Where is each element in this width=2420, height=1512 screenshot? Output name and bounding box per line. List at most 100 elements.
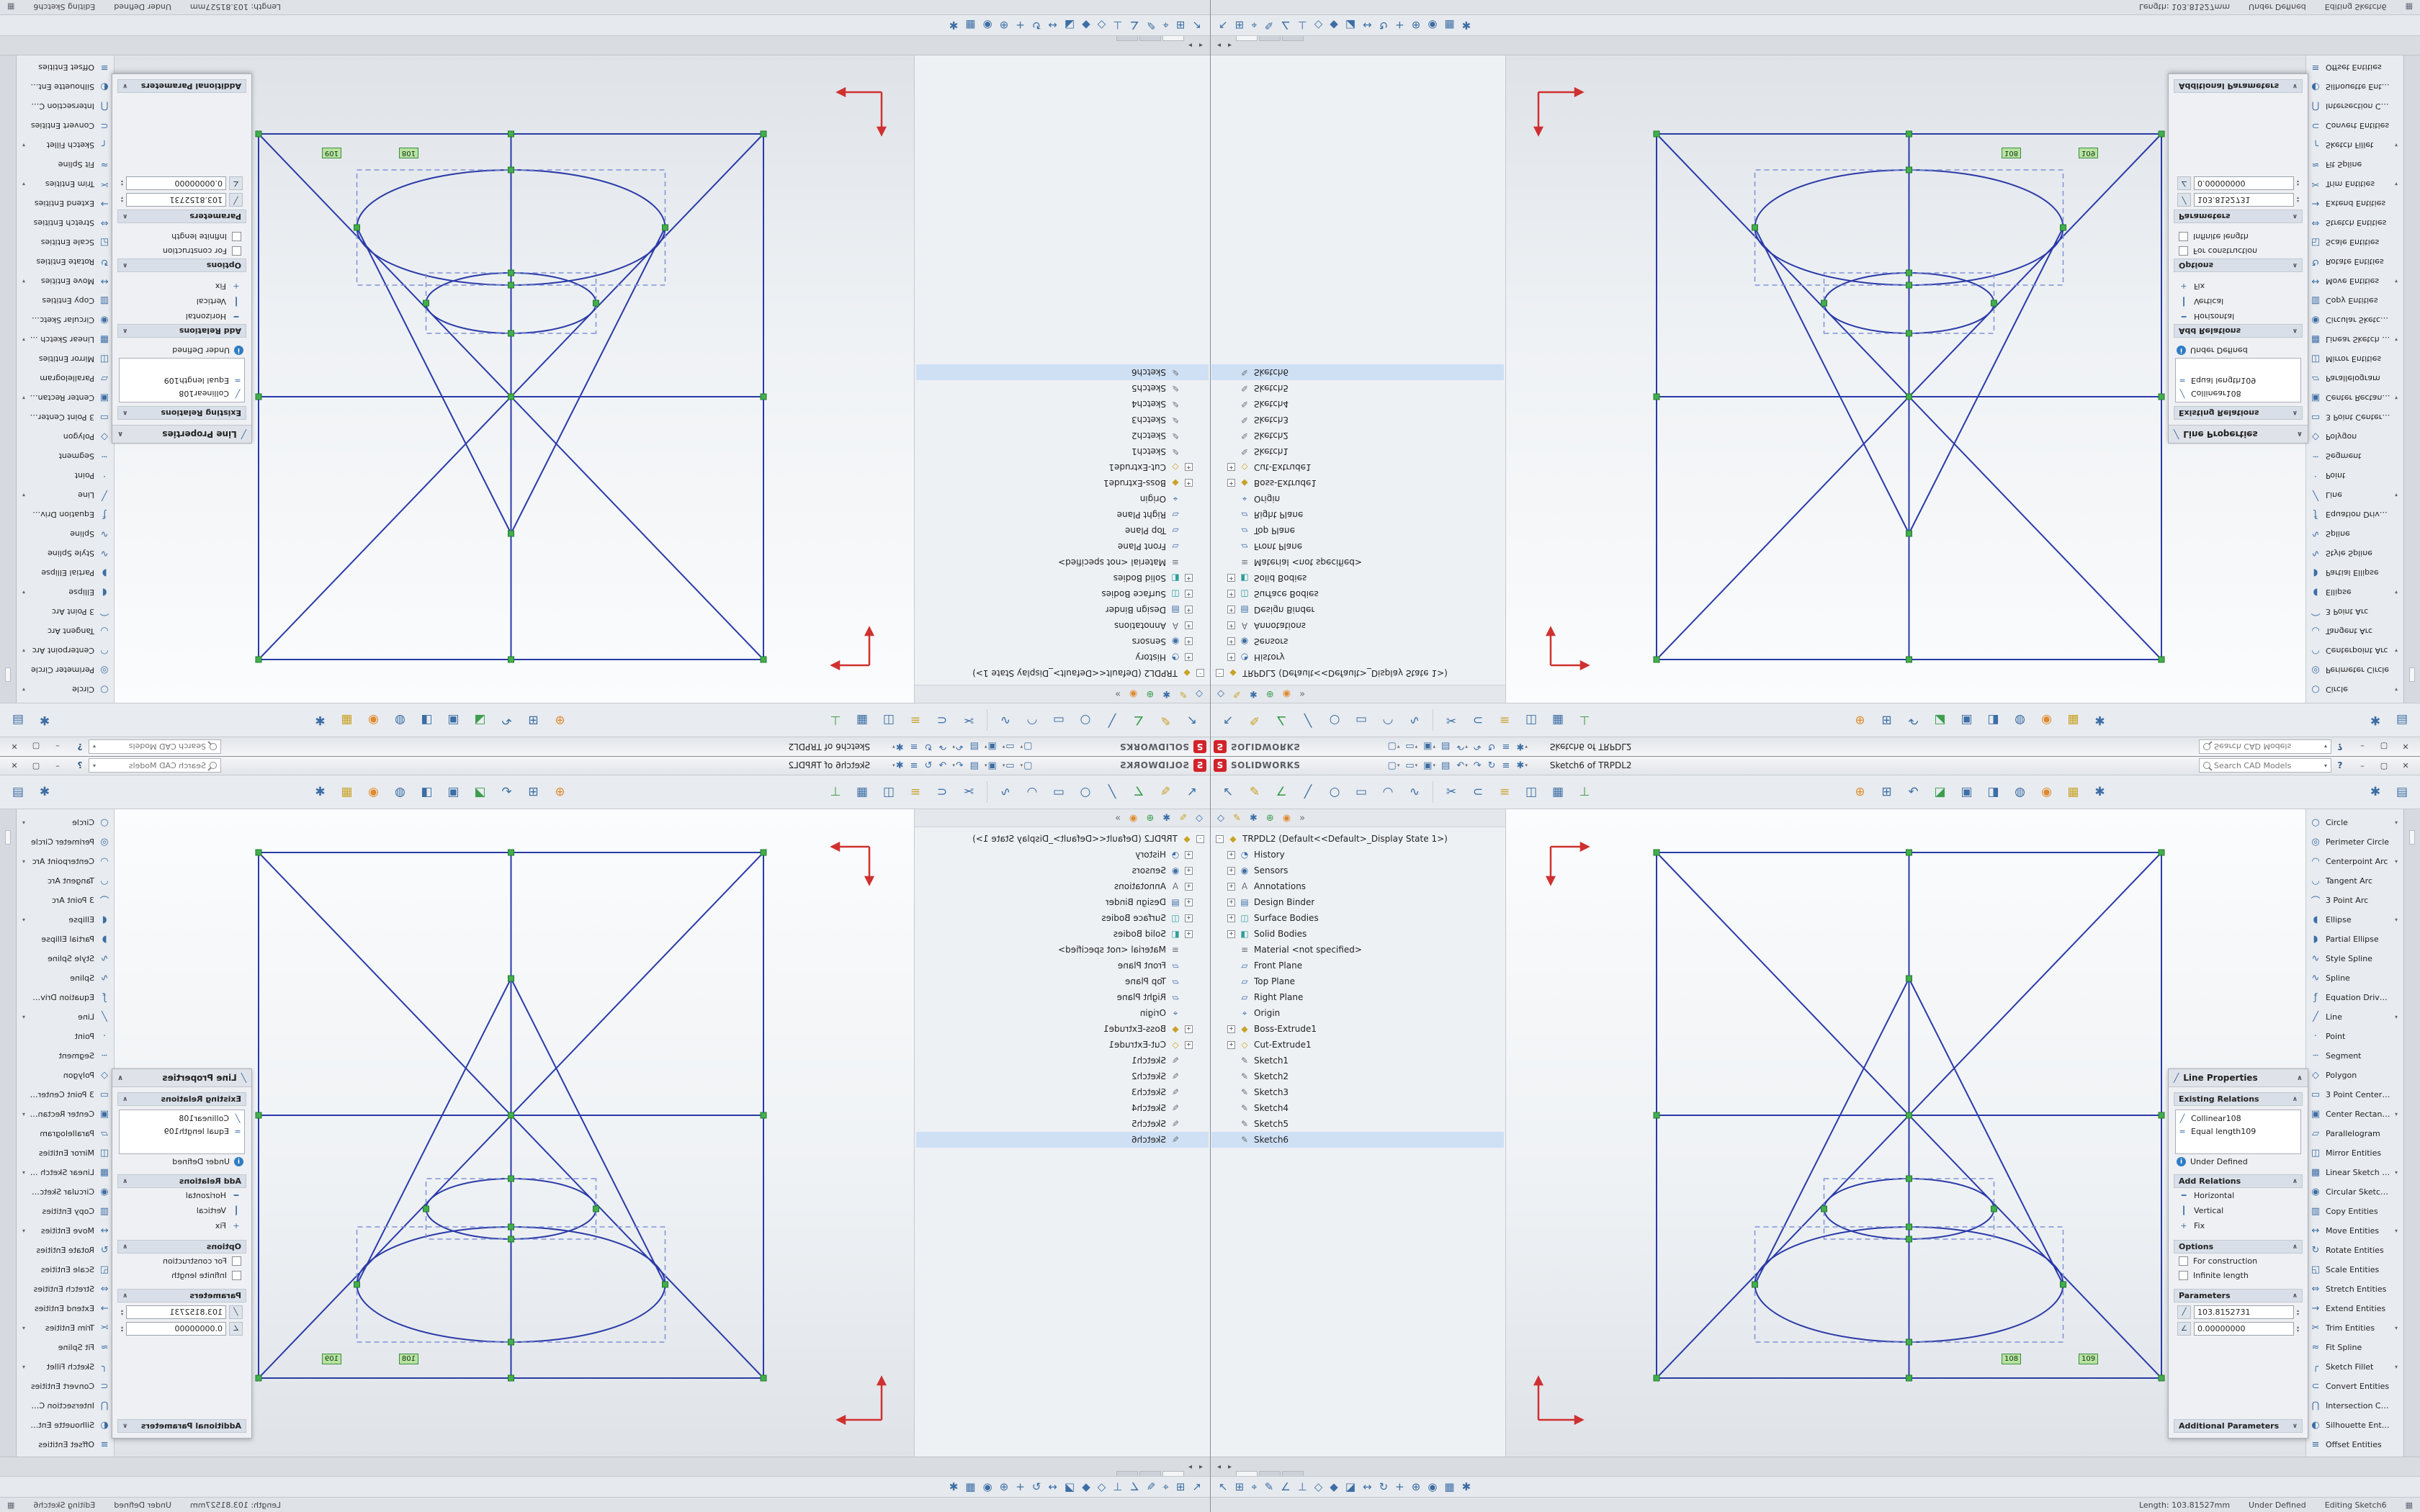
tree-item-origin[interactable]: ⌖ Origin xyxy=(916,1005,1209,1021)
document-tab-3d-views[interactable] xyxy=(1259,36,1281,41)
relation-item-collinear108[interactable]: ╱ Collinear108 xyxy=(121,387,243,400)
bb-shaded-icon[interactable]: ◆ xyxy=(1330,19,1338,32)
sketch-point-handle[interactable] xyxy=(2158,1112,2165,1119)
tree-item-sketch3[interactable]: ✎ Sketch3 xyxy=(916,1084,1209,1100)
tool-offset-entities[interactable]: ≡ Offset Entities xyxy=(17,58,114,77)
command-tab-sheet-metal[interactable] xyxy=(6,865,10,878)
tree-item-design-binder[interactable]: + ▤ Design Binder xyxy=(916,602,1209,618)
tool-spline[interactable]: ∿ Spline xyxy=(17,524,114,544)
flyout-arrow-icon[interactable]: ▾ xyxy=(2395,686,2398,693)
task-pane-icon[interactable]: ▤ xyxy=(2391,709,2413,731)
tool-perimeter-circle[interactable]: ◎ Perimeter Circle xyxy=(17,660,114,680)
tool-sketch-fillet[interactable]: ╭ Sketch Fillet ▾ xyxy=(2306,1357,2403,1377)
menu-item-insert[interactable] xyxy=(1343,763,1354,768)
sketch-point-handle[interactable] xyxy=(1906,393,1912,400)
expander-icon[interactable]: + xyxy=(1227,1025,1235,1033)
sketch-point-handle[interactable] xyxy=(423,1205,429,1212)
relation-callout[interactable]: 109 xyxy=(2079,148,2099,158)
menu-item-insert[interactable] xyxy=(1066,744,1077,749)
flyout-arrow-icon[interactable]: ▾ xyxy=(22,686,25,693)
expander-icon[interactable]: + xyxy=(1185,479,1193,487)
select-icon[interactable]: ↖ xyxy=(1217,781,1239,803)
bb-shaded-icon[interactable]: ◆ xyxy=(1082,1480,1090,1493)
tree-item-design-binder[interactable]: + ▤ Design Binder xyxy=(1211,602,1504,618)
flyout-arrow-icon[interactable]: ▾ xyxy=(22,917,25,923)
tool-linear-sketch-pattern[interactable]: ▦ Linear Sketch Pattern ▾ xyxy=(2306,330,2403,349)
rectangle-icon[interactable]: ▭ xyxy=(1048,709,1070,731)
display-relations-icon[interactable]: ⊥ xyxy=(1574,709,1595,731)
open-file-icon[interactable]: ▭ ▾ xyxy=(1403,760,1420,772)
sketch-point-handle[interactable] xyxy=(593,300,599,307)
bb-relations-icon[interactable]: ⊥ xyxy=(1298,19,1307,32)
expander-icon[interactable]: + xyxy=(1185,882,1193,891)
help-button[interactable]: ? xyxy=(2337,760,2343,770)
section-expand-icon[interactable]: ∨ xyxy=(122,82,128,90)
mirror-entities-icon[interactable]: ◫ xyxy=(1520,781,1542,803)
sketch-point-handle[interactable] xyxy=(2158,849,2165,856)
expander-icon[interactable]: - xyxy=(1196,834,1204,843)
featuremanager-tab-icon[interactable]: ◇ xyxy=(1217,813,1224,824)
checkbox[interactable] xyxy=(232,1270,241,1280)
tool-3-point-arc[interactable]: ⌒ 3 Point Arc xyxy=(17,602,114,621)
sketch-point-handle[interactable] xyxy=(760,1374,767,1382)
options-icon[interactable]: ✱ ▾ xyxy=(1514,741,1529,753)
expander-icon[interactable]: + xyxy=(1185,850,1193,859)
tool-rotate-entities[interactable]: ↻ Rotate Entities xyxy=(17,252,114,271)
section-collapse-icon[interactable]: ∧ xyxy=(122,1177,128,1185)
relation-item-equal-length109[interactable]: = Equal length109 xyxy=(2177,374,2299,387)
menu-item-file[interactable] xyxy=(1308,763,1319,768)
flyout-arrow-icon[interactable]: ▾ xyxy=(22,395,25,401)
bb-wireframe-icon[interactable]: ◇ xyxy=(1098,1480,1106,1493)
convert-entities-icon[interactable]: ⊂ xyxy=(931,781,953,803)
view-settings-icon[interactable]: ✱ xyxy=(2089,709,2111,731)
zoom-area-icon[interactable]: ⊞ xyxy=(1876,709,1898,731)
tree-item-top-plane[interactable]: ▱ Top Plane xyxy=(1211,973,1504,989)
sketch-point-handle[interactable] xyxy=(508,330,514,337)
bb-settings-icon[interactable]: ✱ xyxy=(949,19,959,32)
displaymanager-tab-icon[interactable]: ◉ xyxy=(1129,689,1137,700)
cone-edge-left[interactable] xyxy=(1754,978,1910,1285)
angle-value-field[interactable]: 0.00000000 xyxy=(126,176,226,190)
tool-tangent-arc[interactable]: ◡ Tangent Arc xyxy=(17,871,114,891)
display-relations-icon[interactable]: ⊥ xyxy=(825,709,846,731)
document-tab-motion-study-1[interactable] xyxy=(1116,36,1138,41)
sketch-point-handle[interactable] xyxy=(255,849,262,856)
apply-scene-icon[interactable]: ▦ xyxy=(336,709,358,731)
command-tab-features[interactable] xyxy=(6,814,10,827)
tool-3-point-arc[interactable]: ⌒ 3 Point Arc xyxy=(17,891,114,910)
flyout-arrow-icon[interactable]: ▾ xyxy=(2395,917,2398,923)
tree-item-sketch6[interactable]: ✎ Sketch6 xyxy=(1211,1132,1504,1148)
tree-item-sensors[interactable]: + ◉ Sensors xyxy=(916,634,1209,649)
menu-item-view[interactable] xyxy=(1331,763,1343,768)
tree-item-boss-extrude1[interactable]: + ◆ Boss-Extrude1 xyxy=(916,475,1209,491)
tool-center-rectangle[interactable]: ▣ Center Rectangle ▾ xyxy=(17,388,114,408)
expander-icon[interactable]: + xyxy=(1227,574,1235,582)
tool-center-rectangle[interactable]: ▣ Center Rectangle ▾ xyxy=(2306,1104,2403,1124)
relation-item-collinear108[interactable]: ╱ Collinear108 xyxy=(121,1112,243,1125)
tool-segment[interactable]: ┄ Segment xyxy=(17,1046,114,1066)
tool-rotate-entities[interactable]: ↻ Rotate Entities xyxy=(2306,1241,2403,1260)
tool-partial-ellipse[interactable]: ◗ Partial Ellipse xyxy=(2306,563,2403,582)
bb-wireframe-icon[interactable]: ◇ xyxy=(1314,1480,1323,1493)
tool-partial-ellipse[interactable]: ◗ Partial Ellipse xyxy=(17,563,114,582)
maximize-button[interactable]: ▢ xyxy=(32,742,40,752)
arc-icon[interactable]: ◠ xyxy=(1021,709,1043,731)
checkbox[interactable] xyxy=(2179,246,2188,256)
tree-item-sketch6[interactable]: ✎ Sketch6 xyxy=(1211,364,1504,380)
flyout-arrow-icon[interactable]: ▾ xyxy=(2395,1325,2398,1331)
tree-item-design-binder[interactable]: + ▤ Design Binder xyxy=(916,894,1209,910)
tool-ellipse[interactable]: ◖ Ellipse ▾ xyxy=(17,582,114,602)
command-tab-direct-editing[interactable] xyxy=(2410,585,2414,598)
command-tab-mbd-dimensions[interactable] xyxy=(6,964,10,977)
spline-icon[interactable]: ∿ xyxy=(1404,781,1425,803)
open-file-icon[interactable]: ▭ ▾ xyxy=(1000,741,1017,753)
tree-item-trpdl2-default-default-display-state-1[interactable]: - ◆ TRPDL2 (Default<<Default>_Display St… xyxy=(916,665,1209,681)
flyout-arrow-icon[interactable]: ▾ xyxy=(2395,181,2398,187)
expander-icon[interactable]: + xyxy=(1227,653,1235,662)
bb-zoom-icon[interactable]: ⊕ xyxy=(1000,19,1009,32)
tool-parallelogram[interactable]: ▱ Parallelogram xyxy=(2306,1124,2403,1143)
section-collapse-icon[interactable]: ∧ xyxy=(2292,409,2298,417)
command-tab-mold-tools[interactable] xyxy=(6,601,10,614)
tool-style-spline[interactable]: ∿ Style Spline xyxy=(2306,544,2403,563)
cone-edge-right[interactable] xyxy=(1908,978,2064,1285)
